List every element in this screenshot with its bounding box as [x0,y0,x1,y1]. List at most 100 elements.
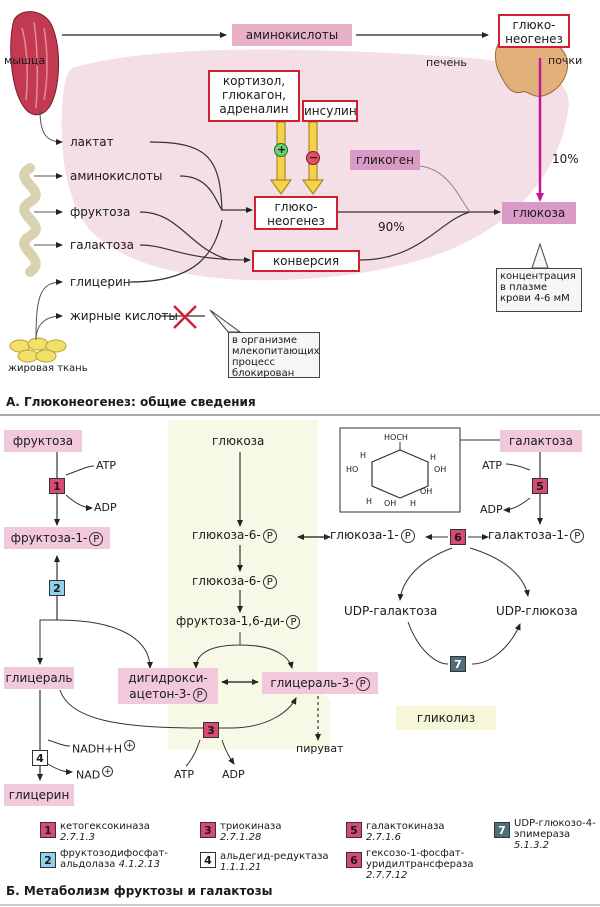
legend-6-ec: 2.7.7.12 [366,870,408,881]
hormone-glucagon: глюкагон, [222,88,286,102]
glucose-box: глюкоза [502,202,576,224]
legend-4: альдегид-редуктаза 1.1.1.21 [220,851,329,873]
substrate-fructose: фруктоза [70,205,131,219]
b-glycerol: глицерин [4,784,74,806]
blocked-line4: блокирован [232,368,295,379]
minus-circle [306,151,320,165]
muscle-shape [10,11,59,116]
concentration-line3: крови 4-6 мМ [500,293,570,304]
b-fructose-1p-label: фруктоза-1- [10,531,88,545]
b-glucose: глюкоза [212,434,265,448]
nad-text: NAD [76,768,101,782]
panel-a-title: А. Глюконеогенез: общие сведения [6,395,256,409]
legend-3-badge: 3 [200,822,216,838]
hormones-box: кортизол, глюкагон, адреналин [208,70,300,122]
b-dhap: дигидрокси- ацетон-3-P [118,668,218,704]
liver-label: печень [426,56,467,69]
gng-liver-line1: глюко- [274,200,318,214]
legend-3: триокиназа 2.7.1.28 [220,821,281,843]
gng-kidney-line1: глюко- [512,18,556,32]
hormone-adrenaline: адреналин [219,102,289,116]
substrate-galactose: галактоза [70,238,134,252]
legend-1: кетогексокиназа 2.7.1.3 [60,821,150,843]
legend-5-badge: 5 [346,822,362,838]
legend-5: галактокиназа 2.7.1.6 [366,821,445,843]
struct-hoch2: HOCH [384,433,408,442]
b-glucose-6p-b: глюкоза-6-P [192,574,277,589]
struct-h1: H [360,451,367,460]
legend-6-badge: 6 [346,852,362,868]
concentration-note: концентрация в плазме крови 4-6 мМ [496,268,582,312]
atp-5: ATP [482,459,503,472]
b-fructose-1p: фруктоза-1-P [4,527,110,549]
concentration-line2: в плазме [500,282,548,293]
legend-2: фруктозодифосфат-альдолаза 4.1.2.13 [60,848,196,870]
legend-6-name: гексозо-1-фосфат-уридилтрансфераза [366,848,474,870]
legend-3-ec: 2.7.1.28 [220,832,262,843]
b-glucose-6p-a: глюкоза-6-P [192,528,277,543]
legend-7-name: UDP-глюкозо-4-эпимераза [514,818,596,840]
conversion-box: конверсия [252,250,360,272]
b-glycolysis: гликолиз [396,706,496,730]
b-udp-glucose: UDP-глюкоза [496,604,578,618]
aminoacids-top-box: аминокислоты [232,24,352,46]
substrate-lactate: лактат [70,135,114,149]
enzyme-5-badge: 5 [532,478,548,494]
plus-charge: + [123,740,135,751]
struct-h2: H [430,453,437,462]
substrate-glycerol: глицерин [70,275,131,289]
phosphate-icon: P [355,676,370,691]
b-galactose-1p: галактоза-1-P [488,528,585,543]
struct-h4: H [410,499,417,508]
legend-4-ec: 1.1.1.21 [220,862,262,873]
blocked-line3: процесс [232,357,275,368]
adp-5: ADP [480,503,503,516]
gng-kidney-box: глюко- неогенез [498,14,570,48]
legend-3-name: триокиназа [220,821,282,832]
blocked-line1: в организме [232,335,297,346]
enzyme-4-badge: 4 [32,750,48,766]
legend-4-name: альдегид-редуктаза [220,851,329,862]
legend-1-ec: 2.7.1.3 [60,832,95,843]
legend-1-badge: 1 [40,822,56,838]
dhap-line2: ацетон-3-P [118,686,218,702]
struct-oh1: OH [434,465,447,474]
b-fructose: фруктоза [4,430,82,452]
gng-liver-line2: неогенез [267,214,325,228]
struct-oh3: OH [420,487,433,496]
atp-3: ATP [174,768,195,781]
struct-ho1: HO [346,465,359,474]
dhap-line1: дигидрокси- [128,671,208,685]
legend-5-ec: 2.7.1.6 [366,832,401,843]
dhap-line2-text: ацетон-3- [129,687,191,701]
plus-sign: + [277,143,287,156]
gal1p-label: галактоза-1- [488,528,569,542]
b-udp-galactose: UDP-галактоза [344,604,438,618]
g6p-a-label: глюкоза-6- [192,528,261,542]
b-pyruvate: пируват [296,742,344,755]
g6p-b-label: глюкоза-6- [192,574,261,588]
minus-sign: − [309,151,319,164]
phosphate-icon: P [400,528,415,543]
gald3p-label: глицераль-3- [270,676,354,690]
phosphate-icon: P [570,528,585,543]
muscle-label: мышца [4,54,46,67]
legend-7-badge: 7 [494,822,510,838]
struct-h3: H [366,497,373,506]
atp-1: ATP [96,459,117,472]
nad-label: NAD+ [76,766,114,783]
percent-90: 90% [378,220,405,234]
nadh-label: NADH+H+ [72,740,135,757]
b-fructose-16: фруктоза-1,6-ди-P [176,614,301,629]
legend-1-name: кетогексокиназа [60,821,150,832]
enzyme-6-badge: 6 [450,529,466,545]
blocked-line2: млекопитающих [232,346,320,357]
kidney-label: почки [548,54,583,67]
blocked-note: в организме млекопитающих процесс блокир… [228,332,320,379]
legend-2-badge: 2 [40,852,56,868]
legend-7: UDP-глюкозо-4-эпимераза 5.1.3.2 [514,818,598,851]
insulin-box: инсулин [302,100,358,122]
enzyme-7-badge: 7 [450,656,466,672]
